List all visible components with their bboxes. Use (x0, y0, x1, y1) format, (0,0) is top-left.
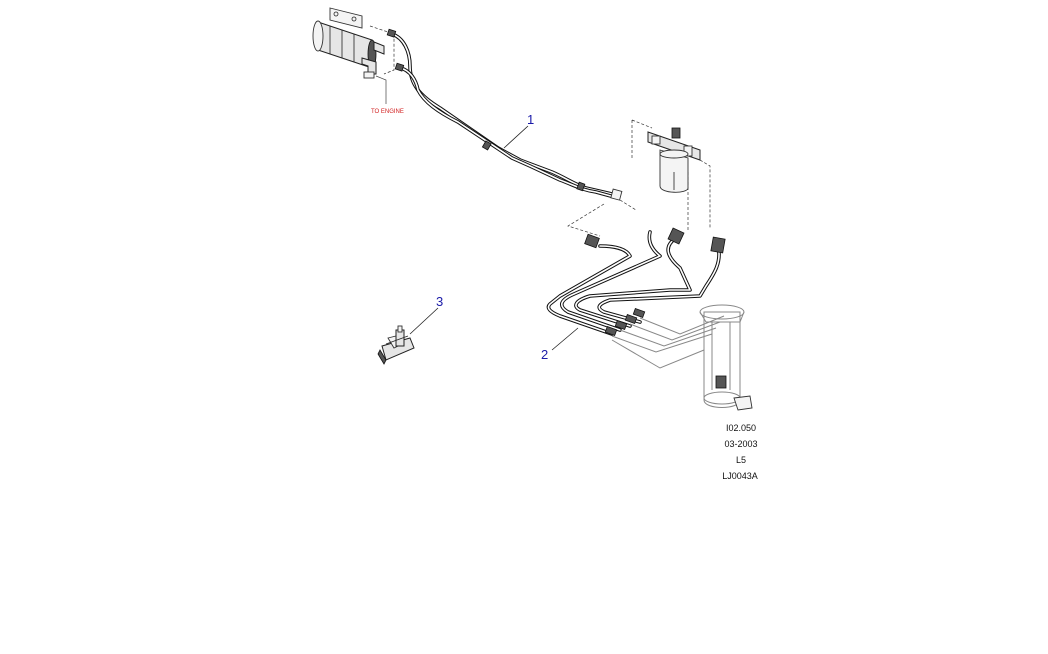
to-engine-label: TO ENGINE (371, 109, 404, 115)
ref-model: L5 (736, 455, 746, 465)
heater-pump-assembly (312, 7, 395, 79)
leader-line-to-engine (375, 75, 387, 104)
leader-line-1 (503, 125, 529, 149)
fuel-pipe-2-bundle (546, 199, 726, 337)
fuel-pump-sender-ghost (611, 304, 753, 411)
reference-block: I02.050 03-2003 L5 LJ0043A (722, 423, 758, 481)
fuel-pipe-1 (386, 28, 623, 201)
callout-1: 1 (527, 112, 534, 127)
ref-date: 03-2003 (724, 439, 757, 449)
ref-code: I02.050 (726, 423, 756, 433)
leader-line-2 (551, 327, 579, 351)
fuel-filter-assembly (631, 119, 711, 230)
leader-line-3 (409, 307, 439, 335)
callout-3: 3 (436, 294, 443, 309)
ref-part-number: LJ0043A (722, 471, 758, 481)
callout-2: 2 (541, 347, 548, 362)
pipe-clip-3 (377, 325, 415, 365)
